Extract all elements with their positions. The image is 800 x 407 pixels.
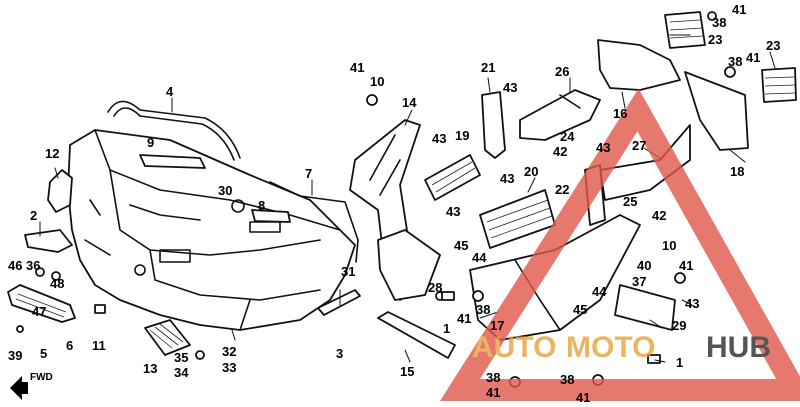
callout: 1 [676, 355, 683, 370]
callout: 2 [30, 208, 37, 223]
callout: 39 [8, 348, 22, 363]
callout: 26 [555, 64, 569, 79]
callout: 43 [446, 204, 460, 219]
callout: 23 [708, 32, 722, 47]
fwd-label: FWD [30, 372, 53, 383]
box23-top [664, 11, 706, 49]
vent19-part [424, 154, 481, 201]
callout: 38 [486, 370, 500, 385]
watermark-triangle [439, 88, 800, 401]
callout: 41 [679, 258, 693, 273]
callout: 38 [476, 302, 490, 317]
callout: 38 [560, 372, 574, 387]
callout: 8 [258, 198, 265, 213]
cover16-part [597, 39, 681, 91]
callout-labels: 4 9 12 2 30 7 8 46 36 48 47 6 5 39 11 13… [8, 2, 780, 405]
callout: 41 [576, 390, 590, 405]
callout: 16 [613, 106, 627, 121]
vent-part [139, 154, 206, 169]
bracket21-part [481, 91, 506, 159]
callout: 46 [8, 258, 22, 273]
callout: 35 [174, 350, 188, 365]
callout: 12 [45, 146, 59, 161]
callout: 22 [555, 182, 569, 197]
callout: 40 [637, 258, 651, 273]
bracket2-part [24, 229, 73, 253]
callout: 36 [26, 258, 40, 273]
strip31-part [317, 289, 361, 316]
watermark-word-moto: MOTO [566, 331, 655, 364]
callout: 41 [746, 50, 760, 65]
callout: 41 [486, 385, 500, 400]
callout: 37 [632, 274, 646, 289]
bracket28-part [377, 229, 441, 301]
callout: 45 [573, 302, 587, 317]
callout: 42 [652, 208, 666, 223]
callout: 25 [623, 194, 637, 209]
callout: 18 [730, 164, 744, 179]
hose7-part [269, 181, 359, 263]
callout: 34 [174, 365, 189, 380]
callout: 3 [336, 346, 343, 361]
front-fairing-part [67, 129, 356, 331]
fasteners [16, 11, 736, 388]
watermark-word-hub: HUB [706, 331, 771, 364]
watermark-word-auto: AUTO [472, 331, 556, 364]
callout: 48 [50, 276, 64, 291]
callout: 14 [402, 95, 417, 110]
callout: 43 [596, 140, 610, 155]
callout: 24 [560, 129, 575, 144]
watermark-logo: AUTO MOTO HUB [439, 88, 800, 401]
callout: 47 [32, 304, 46, 319]
grille-left-part [7, 284, 76, 323]
callout: 43 [432, 131, 446, 146]
plate29-part [614, 284, 676, 331]
hose-part [107, 100, 241, 159]
strip8-part [251, 209, 291, 223]
callout: 44 [472, 250, 487, 265]
callout: 44 [592, 284, 607, 299]
callout: 17 [490, 318, 504, 333]
callout: 41 [457, 311, 471, 326]
grille13-part [144, 319, 191, 356]
callout: 23 [766, 38, 780, 53]
callout: 28 [428, 280, 442, 295]
callout: 10 [662, 238, 676, 253]
callout: 32 [222, 344, 236, 359]
callout: 41 [350, 60, 364, 75]
fwd-arrow: FWD [10, 372, 53, 400]
callout: 4 [166, 84, 174, 99]
callout: 30 [218, 183, 232, 198]
callout: 6 [66, 338, 73, 353]
callout: 27 [632, 138, 646, 153]
bracket-part [47, 169, 73, 213]
callout: 43 [500, 171, 514, 186]
callout: 29 [672, 318, 686, 333]
callout: 5 [40, 346, 47, 361]
callout: 13 [143, 361, 157, 376]
callout: 42 [553, 144, 567, 159]
callout: 9 [147, 135, 154, 150]
callout: 11 [92, 338, 106, 353]
cover18-part [684, 71, 749, 151]
callout: 38 [728, 54, 742, 69]
callout: 15 [400, 364, 414, 379]
callout: 21 [481, 60, 495, 75]
callout: 10 [370, 74, 384, 89]
callout: 43 [685, 296, 699, 311]
callout: 33 [222, 360, 236, 375]
callout: 7 [305, 166, 312, 181]
callout: 31 [341, 264, 355, 279]
callout: 45 [454, 238, 468, 253]
callout: 19 [455, 128, 469, 143]
strip15-part [377, 311, 456, 359]
callout: 41 [732, 2, 746, 17]
callout: 20 [524, 164, 538, 179]
callout: 1 [443, 321, 450, 336]
callout: 38 [712, 15, 726, 30]
callout: 43 [503, 80, 517, 95]
duct26-part [519, 89, 601, 141]
